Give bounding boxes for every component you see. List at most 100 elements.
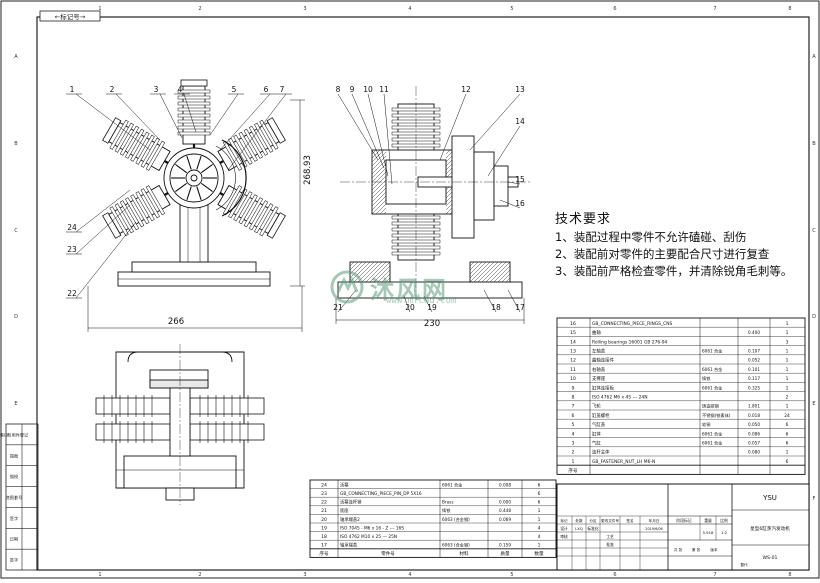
zone-col-top: 4 xyxy=(408,6,411,12)
zone-row-left: E xyxy=(14,401,17,407)
bom-name: ISO 4762 M10 x 25 --- 25N xyxy=(340,534,397,540)
bom-material: 6061 合金 xyxy=(702,384,723,391)
bom-weight: 0.448 xyxy=(499,508,511,513)
bom-no: 4 xyxy=(572,431,575,437)
drawing-number: WS-01 xyxy=(763,555,778,561)
bom-material: 铸造碳钢 xyxy=(702,403,719,410)
callout-label: 19 xyxy=(427,303,437,312)
bom-qty: 1 xyxy=(538,508,541,514)
bom-weight: 0.000 xyxy=(499,500,511,505)
callout-label: 2 xyxy=(110,85,115,94)
callout-label: 20 xyxy=(405,303,415,312)
callout-label: 23 xyxy=(67,245,77,254)
top-view xyxy=(95,344,265,505)
bom-weight: 0.050 xyxy=(748,422,760,427)
zone-row-left: B xyxy=(14,141,18,147)
callout-label: 16 xyxy=(515,199,525,208)
bom-no: 13 xyxy=(570,349,576,355)
bom-no: 3 xyxy=(572,441,575,447)
label-approve: 批准 xyxy=(606,542,614,547)
bom-weight: 0.325 xyxy=(748,385,760,390)
hub-spoke xyxy=(200,164,213,174)
bom-no: 8 xyxy=(572,395,575,401)
bom-name: 飞轮 xyxy=(592,403,601,410)
bom-weight: 0.008 xyxy=(499,482,511,487)
bom-header-qty: 数量 xyxy=(534,550,544,557)
bom-material: 6061 合金 xyxy=(442,481,463,488)
inner-border xyxy=(36,16,810,571)
bom-name: 支撑座 xyxy=(592,375,606,382)
title-header-cell: 更改文件号 xyxy=(601,518,619,523)
bom-name: 缸盖螺栓 xyxy=(592,412,610,419)
callout-label: 11 xyxy=(379,85,389,94)
bom-material: 不锈钢(铁素体) xyxy=(702,412,731,419)
bom-qty: 1 xyxy=(786,330,789,336)
zone-col-bottom: 3 xyxy=(303,572,306,578)
strip-label: 描校 xyxy=(10,473,19,480)
zone-row-left: F xyxy=(15,496,18,502)
drawing-name: 星型6缸蒸汽发动机 xyxy=(750,525,790,532)
hub-spoke xyxy=(186,186,192,201)
bom-name: 气缸 xyxy=(592,440,601,447)
hub-spoke xyxy=(175,164,188,174)
callout-label: 17 xyxy=(515,303,525,312)
zone-col-bottom: 6 xyxy=(613,572,616,578)
zone-col-top: 6 xyxy=(613,6,616,12)
top-cylinder-left xyxy=(95,397,171,415)
note-line-3: 3、装配前严格检查零件，并清除锐角毛刺等。 xyxy=(555,264,793,278)
callout-label: 12 xyxy=(461,85,471,94)
zone-col-bottom: 2 xyxy=(198,572,201,578)
callout-label: 3 xyxy=(154,85,159,94)
bom-qty: 1 xyxy=(786,385,789,391)
bom-name: 活塞连杆销 xyxy=(340,499,362,506)
bom-no: 10 xyxy=(570,376,576,382)
note-line-1: 1、装配过程中零件不允许磕碰、刮伤 xyxy=(555,230,747,244)
zone-row-left: A xyxy=(14,54,18,60)
bom-qty: 1 xyxy=(786,367,789,373)
bom-name: 左轴盖 xyxy=(592,348,606,355)
zone-col-top: 1 xyxy=(98,6,101,12)
label-std: 标准化 xyxy=(587,526,599,531)
callout-label: 4 xyxy=(178,85,183,94)
bom-material: Brass xyxy=(442,500,454,505)
callout-label: 14 xyxy=(515,117,525,126)
hub-spoke xyxy=(196,155,202,170)
designer-name: LXQ xyxy=(575,526,583,531)
bom-material: 铸铁 xyxy=(442,507,451,514)
bom-name: ISO 4762 M6 x 45 --- 24N xyxy=(592,395,647,401)
zone-col-bottom: 4 xyxy=(408,572,411,578)
bom-no: 7 xyxy=(572,404,575,410)
bom-name: 活塞 xyxy=(340,481,349,488)
section-hatch xyxy=(470,262,510,282)
bom-material: 6061 合金 xyxy=(702,348,723,355)
bom-qty: 1 xyxy=(786,321,789,327)
zone-row-right: E xyxy=(812,401,815,407)
strip-label: 签字 xyxy=(10,557,18,563)
hub-spoke xyxy=(200,182,213,192)
callout-label: 7 xyxy=(280,85,285,94)
bom-weight: 0.080 xyxy=(748,450,760,455)
bom-weight: 1.801 xyxy=(748,404,760,409)
bom-qty: 6 xyxy=(786,422,789,428)
zone-col-top: 5 xyxy=(510,6,513,12)
bom-no: 12 xyxy=(570,358,576,364)
title-header-cell: 标记 xyxy=(560,518,568,523)
callout-label: 8 xyxy=(336,85,341,94)
bom-weight: 0.057 xyxy=(748,441,760,446)
bom-weight: 0.101 xyxy=(748,367,760,372)
bom-qty: 24 xyxy=(784,413,790,419)
bom-qty: 2 xyxy=(786,395,789,401)
zone-row-left: D xyxy=(14,314,18,320)
callout-label: 18 xyxy=(491,303,501,312)
callout-label: 9 xyxy=(350,85,355,94)
bom-weight: 0.107 xyxy=(748,349,760,354)
bom-name: 轴承端盖 xyxy=(340,542,358,549)
zone-row-left: C xyxy=(14,228,18,234)
callout-label: 21 xyxy=(333,303,343,312)
